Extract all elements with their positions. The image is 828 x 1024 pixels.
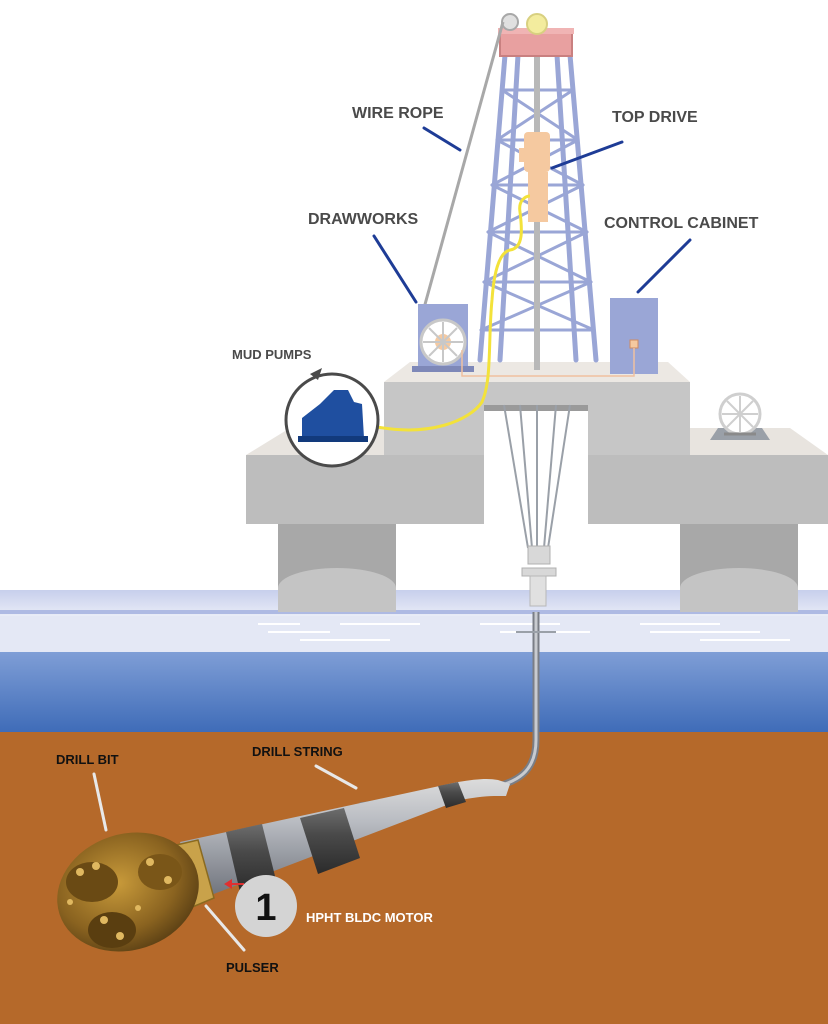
label-control-cabinet: CONTROL CABINET	[604, 215, 759, 232]
label-drawworks: DRAWWORKS	[308, 211, 419, 228]
motor-number: 1	[255, 887, 276, 929]
riser	[503, 404, 571, 560]
leader-drill-bit	[92, 772, 108, 832]
label-mud-pumps: MUD PUMPS	[232, 347, 312, 362]
leader-drawworks	[372, 234, 418, 304]
motor-number-badge: 1	[235, 875, 297, 937]
motor-arrow	[224, 879, 244, 889]
label-drill-bit: DRILL BIT	[56, 752, 119, 767]
crown-block	[498, 13, 574, 57]
mud-hose	[371, 194, 531, 432]
top-drive	[519, 132, 550, 222]
wire-rope	[422, 21, 505, 309]
label-top-drive: TOP DRIVE	[612, 109, 698, 126]
leader-top-drive	[550, 140, 624, 170]
leader-wire-rope	[422, 126, 462, 152]
leader-drill-string	[314, 764, 358, 790]
label-pulser: PULSER	[226, 960, 279, 975]
platform	[246, 362, 828, 612]
leader-control-cabinet	[636, 238, 692, 294]
drill-bit	[57, 832, 199, 952]
leader-pulser	[204, 904, 246, 952]
label-wire-rope: WIRE ROPE	[352, 105, 444, 122]
control-cabinet	[461, 298, 658, 377]
leader-lines	[92, 126, 692, 952]
cable-reel	[710, 392, 770, 440]
mud-pumps	[284, 368, 380, 468]
label-motor: HPHT BLDC MOTOR	[306, 910, 433, 925]
drawworks	[412, 304, 474, 372]
label-drill-string: DRILL STRING	[252, 744, 343, 759]
